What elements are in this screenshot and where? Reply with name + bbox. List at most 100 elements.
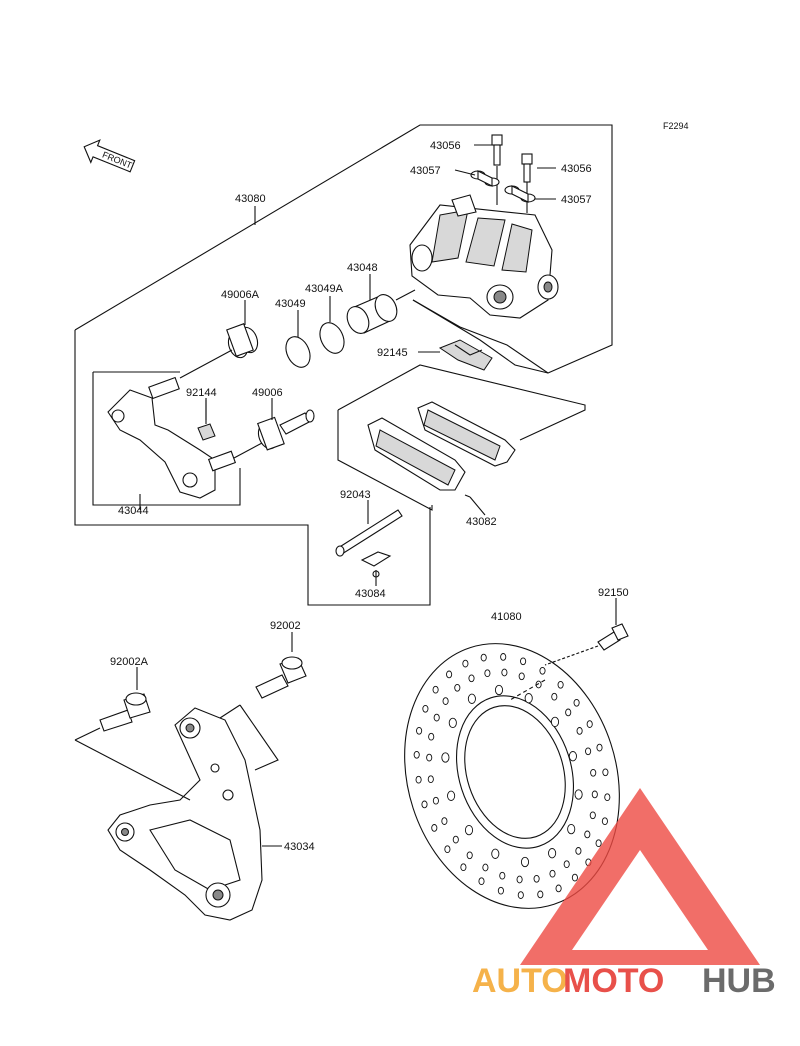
label-43057-right: 43057: [561, 194, 592, 206]
disc-hole: [432, 685, 439, 694]
label-92150: 92150: [598, 587, 629, 599]
disc-hole: [416, 726, 423, 735]
front-label: FRONT: [101, 150, 134, 171]
disc-hole: [415, 775, 422, 784]
pad-pin: [335, 509, 403, 557]
front-arrow-icon: FRONT: [83, 139, 136, 173]
disc-hole: [468, 674, 475, 683]
disc-hole: [518, 672, 525, 681]
pin-clip: [360, 551, 392, 584]
watermark-moto: MOTO: [563, 962, 664, 1000]
pads-outline: [337, 364, 586, 441]
label-41080: 41080: [491, 611, 522, 623]
disc-hole: [454, 683, 461, 692]
label-92002a: 92002A: [110, 656, 149, 668]
disc-hole: [535, 680, 542, 689]
disc-hole: [448, 717, 457, 729]
disc-hole: [446, 670, 453, 679]
bleed-valve-right: [521, 153, 533, 213]
boot-49006a: [179, 323, 259, 379]
brake-disc: [404, 643, 620, 909]
disc-hole: [520, 657, 527, 666]
disc-hole: [574, 789, 583, 800]
seal-43049a: [319, 322, 345, 354]
figure-code: F2294: [663, 121, 689, 131]
leader-lines: [136, 144, 617, 847]
disc-hole: [565, 708, 572, 717]
disc-hole: [467, 693, 476, 704]
disc-hole: [441, 752, 450, 763]
watermark-logo: AUTO MOTO HUB: [472, 788, 776, 1000]
label-43056-right: 43056: [561, 163, 592, 175]
label-43049a: 43049A: [305, 283, 344, 295]
label-43080: 43080: [235, 193, 266, 205]
disc-hole: [596, 743, 603, 752]
disc-hole: [422, 704, 429, 713]
disc-hole: [524, 693, 533, 704]
disc-hole: [601, 817, 608, 826]
disc-hole: [491, 848, 500, 859]
disc-hole: [549, 869, 556, 878]
disc-hole: [433, 713, 440, 722]
disc-hole: [431, 824, 438, 832]
disc-hole: [442, 697, 449, 705]
label-43084: 43084: [355, 588, 386, 600]
disc-hole: [586, 720, 593, 728]
small-pin-92144: [197, 423, 216, 441]
disc-hole: [484, 669, 491, 678]
label-92144: 92144: [186, 387, 217, 399]
disc-hole: [500, 653, 507, 661]
label-43048: 43048: [347, 262, 378, 274]
label-49006a: 49006A: [221, 289, 260, 301]
disc-hole: [550, 716, 560, 728]
disc-hole: [441, 817, 448, 825]
disc-hole: [464, 824, 474, 836]
disc-hole: [432, 796, 439, 805]
disc-hole: [567, 823, 576, 835]
disc-hole: [516, 875, 523, 884]
assembly-outline: [74, 124, 613, 374]
disc-hole: [604, 793, 611, 802]
watermark-triangle-icon: [520, 788, 760, 965]
disc-hole: [571, 873, 578, 882]
disc-hole: [494, 684, 504, 696]
disc-hole: [428, 732, 435, 741]
assembly-outline-left: [74, 330, 431, 606]
disc-hole: [447, 790, 456, 801]
disc-hole: [537, 890, 544, 899]
disc-hole: [462, 659, 469, 668]
disc-hole: [584, 830, 591, 839]
watermark-hub: HUB: [702, 962, 776, 1000]
disc-hole: [568, 751, 577, 762]
disc-bolt: [544, 623, 629, 666]
disc-hole: [452, 835, 459, 844]
label-92145: 92145: [377, 347, 408, 359]
disc-hole: [427, 775, 434, 784]
boot-49006: [233, 409, 315, 459]
label-43034: 43034: [284, 841, 315, 853]
piston: [346, 289, 416, 334]
seal-43049: [285, 336, 311, 368]
caliper-body: [409, 194, 559, 319]
brake-pad-inner: [367, 417, 466, 491]
disc-hole: [548, 848, 557, 859]
disc-hole: [497, 886, 504, 895]
disc-hole: [426, 753, 433, 762]
bleed-valve-left: [491, 134, 503, 205]
disc-hole: [589, 811, 596, 820]
label-43049: 43049: [275, 298, 306, 310]
pad-spring: [418, 339, 493, 371]
disc-hole: [573, 698, 580, 707]
disc-hole: [501, 668, 508, 677]
disc-hole: [563, 860, 570, 869]
label-43057-left: 43057: [410, 165, 441, 177]
connector-line: [412, 299, 549, 374]
disc-hole: [499, 871, 506, 880]
label-92002: 92002: [270, 620, 301, 632]
watermark-auto: AUTO: [472, 962, 568, 1000]
disc-hole: [585, 747, 592, 756]
disc-hole: [576, 727, 583, 735]
disc-hole: [520, 856, 530, 868]
disc-hole: [478, 877, 485, 886]
